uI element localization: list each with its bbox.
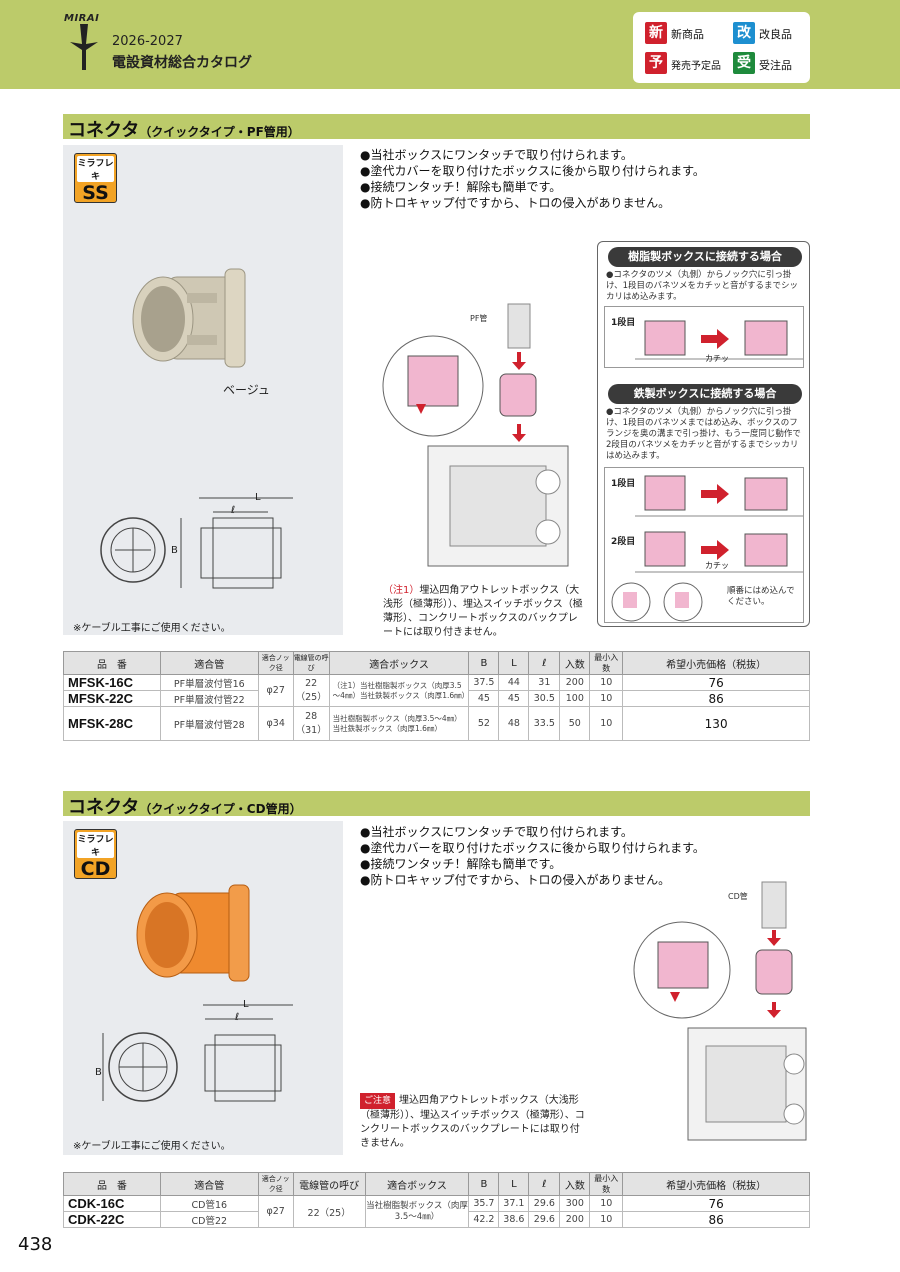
feature-1: ●当社ボックスにワンタッチで取り付けられます。: [360, 825, 633, 839]
feature-4: ●防トロキャップ付ですから、トロの侵入がありません。: [360, 196, 671, 210]
beige-connector-image: [132, 268, 246, 368]
caution-badge: ご注意: [360, 1093, 396, 1109]
cd-caution: ご注意埋込四角アウトレットボックス（大浅形（極薄形））、埋込スイッチボックス（極…: [360, 1093, 585, 1149]
order-note: 順番にはめ込んでください。: [727, 586, 795, 607]
color-label: ベージュ: [223, 383, 270, 397]
section1-footnote: （注1）埋込四角アウトレットボックス（大浅形（極薄形））、埋込スイッチボックス（…: [383, 585, 583, 638]
dim-l: ℓ: [231, 505, 236, 516]
catalog-title: 電設資材総合カタログ: [112, 55, 252, 71]
cd-cable-note: ※ケーブル工事にご使用ください。: [73, 1141, 231, 1152]
cable-note: ※ケーブル工事にご使用ください。: [73, 623, 231, 634]
dim-B: B: [171, 545, 178, 556]
section2-subtitle: （クイックタイプ・CD管用）: [139, 802, 302, 816]
mirafleki-ss-tag: ミラフレキ SS: [74, 153, 117, 204]
steel-step-box: 1段目 2段目 カチッ 順番にはめ込んでください。: [604, 467, 804, 623]
installation-illustration: [382, 303, 569, 567]
section2-title-bar: [63, 791, 810, 816]
section2-feature-list: ●当社ボックスにワンタッチで取り付けられます。 ●塗代カバーを取り付けたボックス…: [360, 824, 705, 888]
table-row: CDK-16C CD管16 φ27 22（25） 当社樹脂製ボックス（肉厚3.5…: [63, 1195, 810, 1228]
new-badge: 新: [645, 22, 667, 44]
section1-feature-list: ●当社ボックスにワンタッチで取り付けられます。 ●塗代カバーを取り付けたボックス…: [360, 147, 705, 211]
improved-label: 改良品: [759, 28, 792, 41]
planned-badge: 予: [645, 52, 667, 74]
cd-installation-illustration: [633, 881, 807, 1141]
section1-title: コネクタ（クイックタイプ・PF管用）: [68, 120, 300, 141]
feature-2: ●塗代カバーを取り付けたボックスに後から取り付けられます。: [360, 841, 705, 855]
section1-subtitle: （クイックタイプ・PF管用）: [139, 125, 300, 139]
feature-3: ●接続ワンタッチ！解除も簡単です。: [360, 180, 562, 194]
new-label: 新商品: [671, 28, 704, 41]
section2-title: コネクタ（クイックタイプ・CD管用）: [68, 797, 302, 818]
mirafleki-cd-tag: ミラフレキ CD: [74, 829, 117, 880]
cd-dimension-drawing: [102, 1004, 293, 1102]
brand-logo-text: MIRAI: [64, 13, 100, 24]
cd-dim-l: ℓ: [235, 1012, 240, 1023]
resin-step-box: 1段目 カチッ: [604, 306, 804, 368]
resin-box-text: ●コネクタのツメ（丸側）からノック穴に引っ掛け、1段目のバネツメをカチッと音がす…: [606, 270, 798, 302]
catalog-years: 2026-2027: [112, 34, 183, 49]
dimension-drawing: [100, 497, 293, 589]
page-number: 438: [18, 1234, 53, 1255]
pf-pipe-label: PF管: [470, 314, 488, 323]
table-row: MFSK-16C PF単層波付管16 φ27 22（25） （注1）当社樹脂製ボ…: [63, 674, 810, 707]
orange-connector-image: [136, 884, 250, 982]
feature-2: ●塗代カバーを取り付けたボックスに後から取り付けられます。: [360, 164, 705, 178]
cd-pipe-label: CD管: [728, 892, 748, 901]
feature-4: ●防トロキャップ付ですから、トロの侵入がありません。: [360, 873, 671, 887]
section2-product-panel: ミラフレキ CD L ℓ B ※ケーブル工事にご使用ください。: [63, 821, 343, 1155]
planned-label: 発売予定品: [671, 61, 721, 72]
legend-box: 新 新商品 改 改良品 予 発売予定品 受 受注品: [633, 12, 810, 83]
steel-box-title: 鉄製ボックスに接続する場合: [608, 384, 802, 404]
resin-box-title: 樹脂製ボックスに接続する場合: [608, 247, 802, 267]
order-label: 受注品: [759, 59, 792, 72]
feature-1: ●当社ボックスにワンタッチで取り付けられます。: [360, 148, 633, 162]
section1-title-bar: [63, 114, 810, 139]
brand-logo: [70, 24, 98, 70]
feature-3: ●接続ワンタッチ！解除も簡単です。: [360, 857, 562, 871]
steel-box-text: ●コネクタのツメ（丸側）からノック穴に引っ掛け、1段目のバネツメまではめ込み、ボ…: [606, 407, 801, 461]
install-callout: 樹脂製ボックスに接続する場合 ●コネクタのツメ（丸側）からノック穴に引っ掛け、1…: [597, 241, 810, 627]
cd-dim-B: B: [95, 1067, 102, 1078]
section1-product-panel: ミラフレキ SS ベージュ L ℓ B ※ケーブル工事にご使用ください。: [63, 145, 343, 635]
improved-badge: 改: [733, 22, 755, 44]
cd-dim-L: L: [243, 999, 249, 1010]
order-badge: 受: [733, 52, 755, 74]
table-row: MFSK-28C PF単層波付管28 φ34 28（31） 当社樹脂製ボックス（…: [63, 706, 810, 741]
dim-L: L: [255, 492, 261, 503]
